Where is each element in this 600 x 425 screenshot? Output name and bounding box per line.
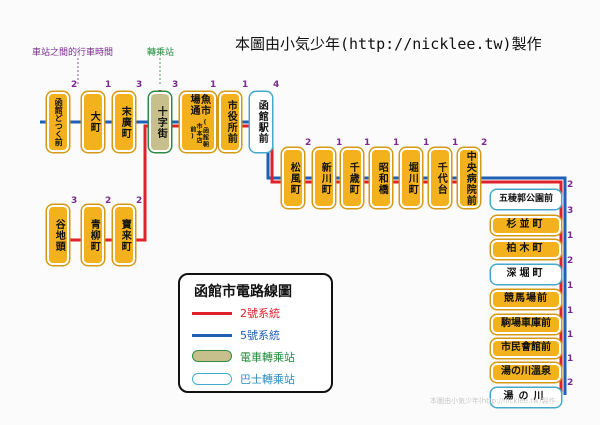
time-label: 1	[336, 138, 343, 148]
station-suginami: 杉並町	[491, 216, 561, 235]
station-chuo-byoin: 中央病院前	[458, 148, 480, 208]
time-label: 4	[273, 80, 280, 90]
station-kashiwagi: 柏木町	[491, 240, 561, 259]
station-yunokawa-onsen: 湯の川溫泉	[491, 363, 561, 382]
time-label: 2	[71, 80, 78, 90]
station-shimin-kaikan: 市民會館前	[491, 339, 561, 358]
uoichiba-label: 魚市場通	[188, 94, 210, 117]
station-horikawa: 堀川町	[400, 148, 422, 208]
station-shiyakusho: 市役所前	[219, 92, 241, 152]
legend-bus-swatch	[192, 373, 232, 385]
station-horai: 寶来町	[113, 205, 135, 265]
watermark: 本圖由小気少年(http://nicklee.tw)製作	[430, 397, 556, 405]
station-omachi: 大町	[82, 92, 104, 152]
time-label: 3	[172, 80, 179, 90]
station-keibajo: 競馬場前	[491, 290, 561, 309]
station-jujigai: 十字街	[149, 92, 171, 152]
time-label: 2	[481, 138, 488, 148]
station-uoichiba: 魚市場通 (函館朝市本店前)	[180, 92, 216, 152]
time-label: 2	[567, 256, 574, 266]
legend-tram-label: 電車轉乘站	[240, 351, 295, 364]
legend: 函館市電路線圖 2號系統 5號系統 電車轉乘站 巴士轉乘站	[178, 273, 333, 393]
time-label: 1	[567, 354, 574, 364]
time-label: 1	[364, 138, 371, 148]
time-label: 1	[567, 330, 574, 340]
legend-route5-swatch	[192, 334, 232, 337]
time-label: 1	[452, 138, 459, 148]
time-label: 1	[105, 80, 112, 90]
time-label: 3	[136, 80, 143, 90]
legend-route5-label: 5號系統	[240, 329, 280, 342]
time-label: 1	[210, 80, 217, 90]
station-showa: 昭和橋	[370, 148, 392, 208]
station-matsukaze: 松風町	[282, 148, 304, 208]
station-yunokawa: 湯の川	[491, 388, 561, 407]
time-label: 3	[567, 206, 574, 216]
time-label: 2	[105, 196, 112, 206]
station-hakodate-dokku: 函館どつく前	[47, 92, 69, 152]
time-label: 1	[423, 138, 430, 148]
time-label: 2	[136, 196, 143, 206]
station-chiyogadai: 千代台	[429, 148, 451, 208]
time-label: 1	[567, 281, 574, 291]
legend-route2-label: 2號系統	[240, 307, 280, 320]
time-label: 1	[242, 80, 249, 90]
station-yachigashira: 谷地頭	[47, 205, 69, 265]
legend-title: 函館市電路線圖	[194, 284, 292, 300]
transfer-note: 轉乘站	[147, 48, 175, 58]
time-note: 車站之間的行車時間	[32, 48, 114, 58]
time-label: 2	[567, 180, 574, 190]
station-chitose: 千歳町	[341, 148, 363, 208]
station-komaba: 駒場車庫前	[491, 315, 561, 334]
uoichiba-sub: (函館朝市本店前)	[188, 118, 209, 148]
station-fukabori: 深堀町	[491, 265, 561, 284]
station-hakodate-eki: 函館駅前	[250, 92, 272, 152]
time-label: 1	[567, 306, 574, 316]
station-suehiro: 末廣町	[113, 92, 135, 152]
legend-tram-swatch	[192, 350, 232, 362]
time-label: 2	[305, 138, 312, 148]
station-aoyagi: 青柳町	[82, 205, 104, 265]
time-label: 1	[567, 231, 574, 241]
time-label: 2	[567, 378, 574, 388]
credit-text: 本圖由小気少年(http://nicklee.tw)製作	[235, 35, 542, 53]
station-shinkawa: 新川町	[313, 148, 335, 208]
station-goryokaku: 五稜郭公園前	[491, 190, 561, 209]
time-label: 3	[71, 196, 78, 206]
legend-route2-swatch	[192, 312, 232, 315]
legend-bus-label: 巴士轉乘站	[240, 373, 295, 386]
route2-branch	[58, 124, 160, 242]
time-label: 1	[393, 138, 400, 148]
